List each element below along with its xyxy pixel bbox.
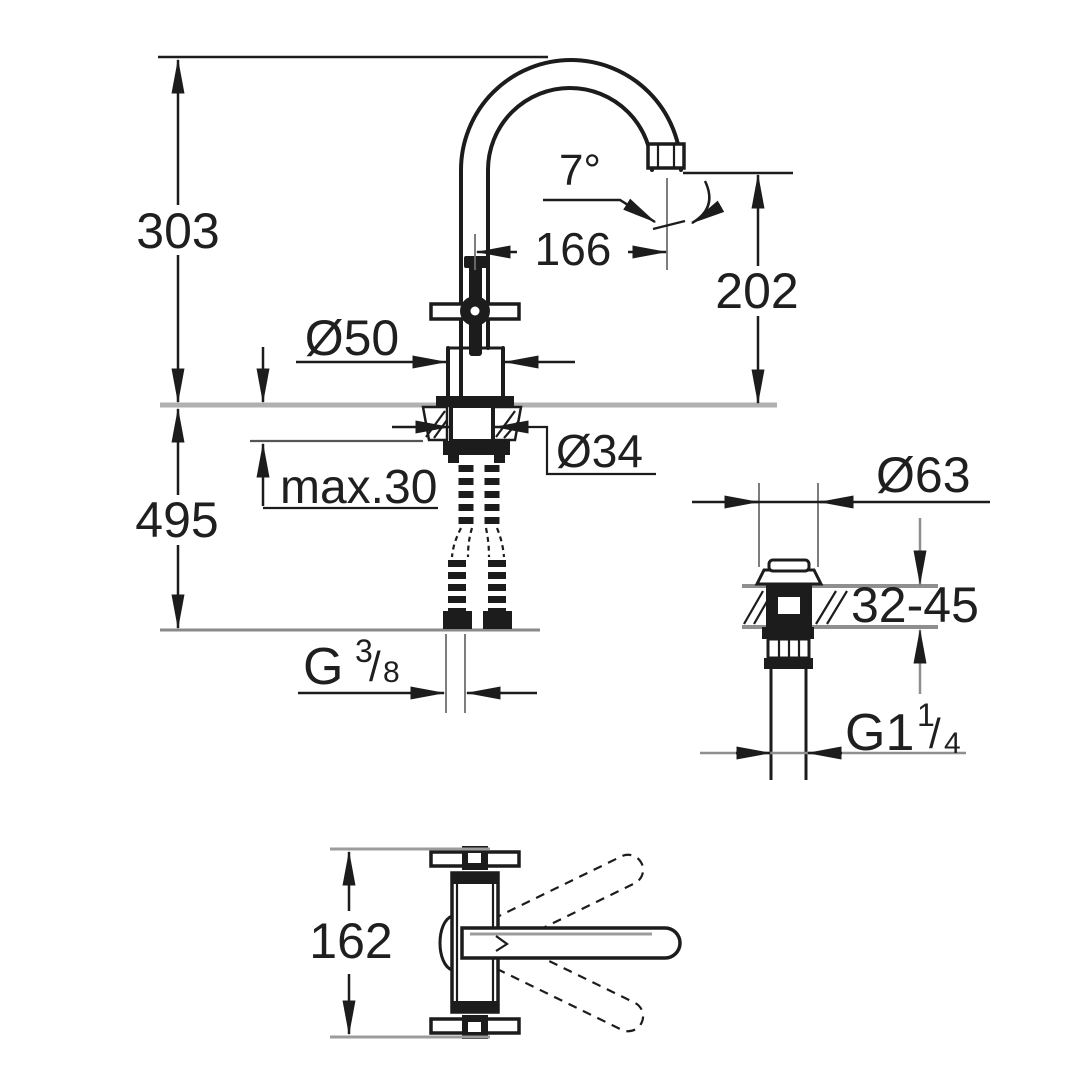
dim-202: 202: [683, 171, 799, 405]
dim-label-max30: max.30: [280, 461, 437, 514]
mounting-nut: [443, 441, 510, 455]
dim-label-32-45: 32-45: [851, 577, 979, 633]
dim-label-303: 303: [136, 203, 219, 259]
dim-label-g38-den: 8: [383, 656, 400, 689]
supply-hose-left: [450, 527, 462, 558]
dim-label-g114-prefix: G1: [845, 704, 914, 762]
dim-d63: Ø63: [692, 447, 990, 567]
spout-swing-lower: [478, 932, 645, 1033]
faucet-plan-body: [429, 846, 682, 1039]
spout-outlet: [646, 142, 686, 170]
dim-label-g114-num: 1: [917, 697, 935, 733]
dim-label-g38-slash: /: [369, 643, 381, 690]
dim-g38: G 3 / 8: [298, 633, 537, 713]
dim-label-g38-prefix: G: [303, 638, 343, 696]
supply-hose-right: [484, 527, 491, 558]
dim-label-angle: 7°: [559, 146, 601, 195]
mounting-shank: [449, 404, 495, 443]
dim-label-d63: Ø63: [876, 447, 971, 503]
dim-162: 162: [309, 847, 490, 1039]
dim-label-495: 495: [135, 492, 218, 548]
dim-label-g38-num: 3: [355, 633, 373, 669]
mounting-assembly: [421, 404, 523, 629]
front-view: 303 495 Ø50 max.30 Ø34: [135, 55, 799, 713]
drain-view: Ø63 32-45 G1 1 / 4: [692, 447, 990, 780]
dim-label-162: 162: [309, 913, 392, 969]
base-flange: [436, 396, 514, 407]
dim-label-g114-slash: /: [929, 710, 941, 757]
dim-166: 166: [474, 178, 668, 275]
dim-label-d34: Ø34: [556, 425, 643, 477]
dim-495: 495: [135, 407, 219, 630]
drain-flange: [754, 568, 824, 586]
dim-32-45: 32-45: [851, 518, 979, 694]
dim-g114: G1 1 / 4: [700, 697, 966, 762]
drain-body: [754, 558, 824, 780]
dim-d50: Ø50: [296, 310, 575, 369]
spout-swing-upper: [478, 853, 645, 954]
dim-303: 303: [136, 55, 548, 404]
dim-label-d50: Ø50: [305, 310, 400, 366]
faucet-body: [429, 58, 686, 407]
drain-cap: [767, 558, 811, 573]
dim-label-g114-den: 4: [944, 727, 961, 760]
spout-inner-arc: [486, 86, 654, 172]
top-view: 162: [309, 846, 682, 1039]
dim-d34: Ø34: [392, 420, 656, 477]
dim-label-202: 202: [715, 263, 798, 319]
drain-locknut: [762, 627, 814, 639]
dim-angle-7: 7°: [543, 146, 725, 231]
dim-label-166: 166: [535, 223, 612, 275]
spout-outer-arc: [459, 58, 683, 172]
cross-handle: [429, 256, 521, 356]
dim-max30: max.30: [256, 347, 438, 514]
